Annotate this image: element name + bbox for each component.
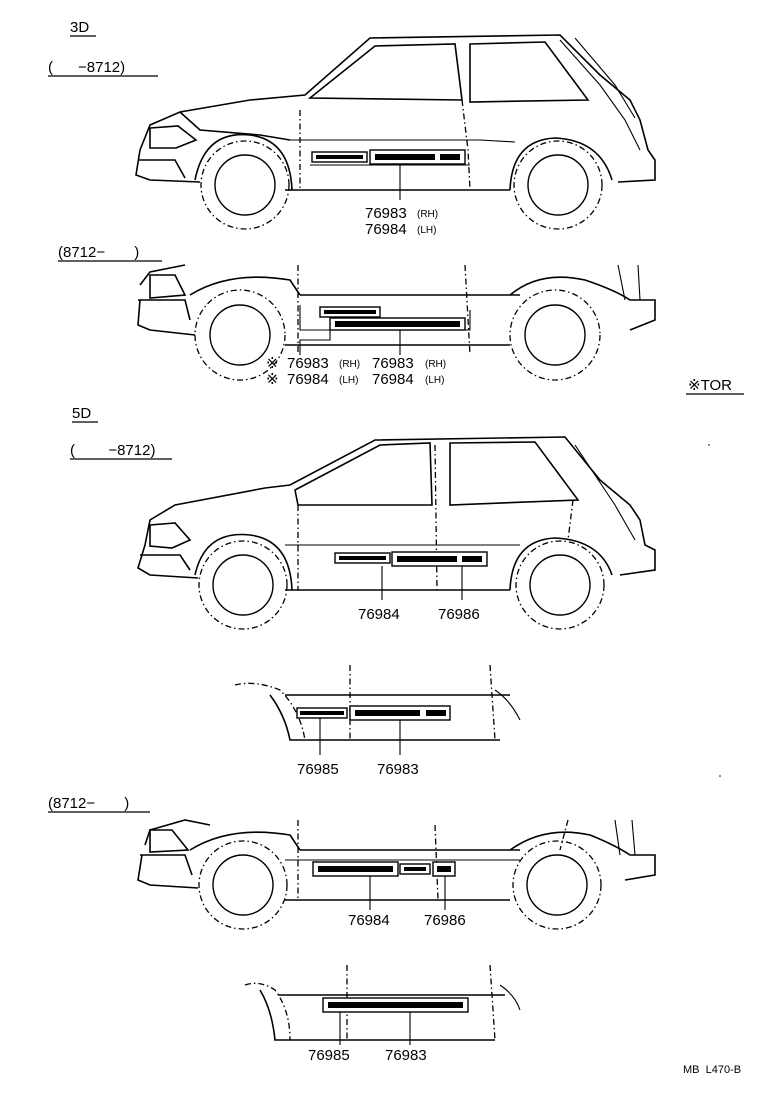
label-b-76983-1: 76983 (287, 355, 329, 372)
footer-code: MB L470-B (683, 1064, 741, 1076)
label-c-76984: 76984 (358, 606, 400, 623)
range-3d-early: ( −8712) (48, 59, 125, 76)
label-b-76984-1: 76984 (287, 371, 329, 388)
label-f-76985: 76985 (308, 1047, 350, 1064)
mark-b-1: ※ (266, 355, 279, 372)
range-5d-early: ( −8712) (70, 442, 155, 459)
car-3d-early (135, 34, 656, 230)
range-3d-late: (8712− ) (58, 244, 139, 261)
label-b-76983-2: 76983 (372, 355, 414, 372)
car-5d-early (137, 436, 656, 630)
label-a-rh: (RH) (417, 209, 438, 220)
heading-5d: 5D (72, 405, 91, 422)
label-e-76984: 76984 (348, 912, 390, 929)
label-a-76983: 76983 (365, 205, 407, 222)
label-d-76985: 76985 (297, 761, 339, 778)
mark-b-2: ※ (266, 371, 279, 388)
label-a-76984: 76984 (365, 221, 407, 238)
label-d-76983: 76983 (377, 761, 419, 778)
range-5d-late: (8712− ) (48, 795, 129, 812)
label-b-rh-2: (RH) (425, 359, 446, 370)
car-5d-late (137, 819, 656, 930)
label-b-lh-1: (LH) (339, 375, 358, 386)
speck (708, 444, 710, 446)
detail-5d-early (234, 664, 521, 755)
tor-note: ※TOR (688, 377, 732, 394)
label-e-76986: 76986 (424, 912, 466, 929)
label-f-76983: 76983 (385, 1047, 427, 1064)
detail-5d-late (244, 964, 521, 1045)
car-3d-late (137, 264, 656, 381)
label-b-rh-1: (RH) (339, 359, 360, 370)
speck (719, 775, 721, 777)
label-b-lh-2: (LH) (425, 375, 444, 386)
label-a-lh: (LH) (417, 225, 436, 236)
label-c-76986: 76986 (438, 606, 480, 623)
label-b-76984-2: 76984 (372, 371, 414, 388)
heading-3d: 3D (70, 19, 89, 36)
